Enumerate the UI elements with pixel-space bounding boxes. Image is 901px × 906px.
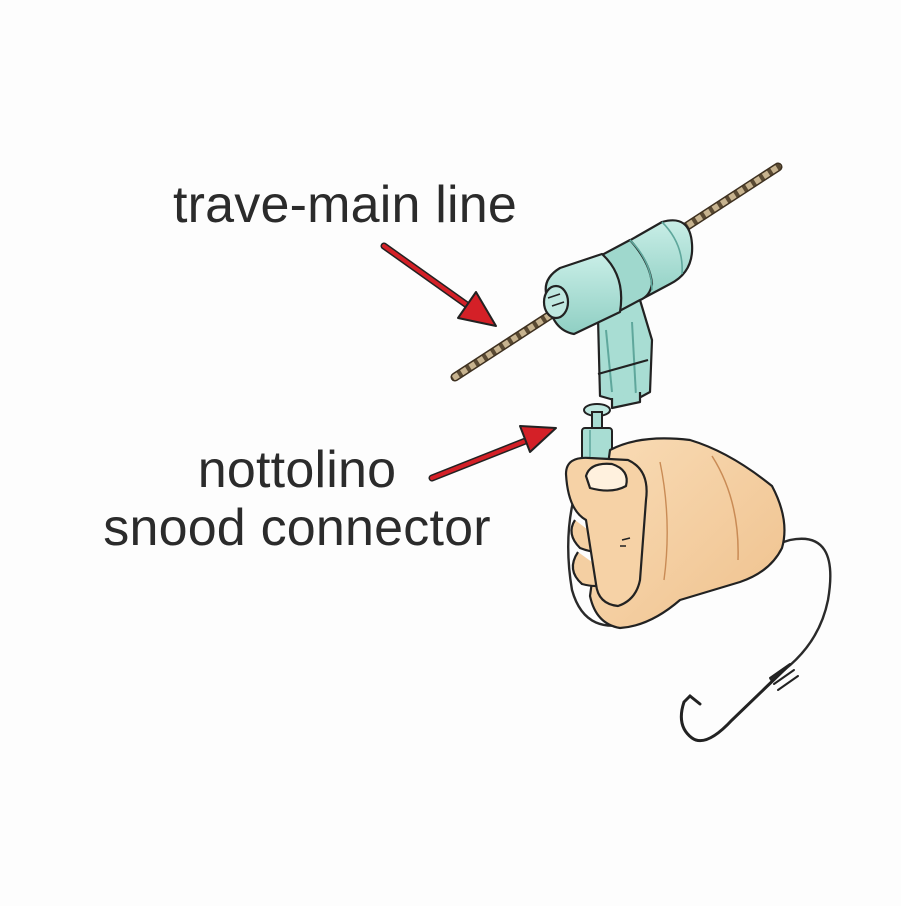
label-connector-line1: nottolino [197, 441, 397, 499]
snood-connector-pin [581, 403, 613, 463]
hand [564, 437, 786, 630]
label-main-line: trave-main line [173, 176, 518, 234]
swivel-body [542, 219, 694, 410]
label-connector-line2: snood connector [103, 499, 491, 557]
label-snood-connector: nottolino snood connector [86, 441, 508, 557]
arrow-to-snood-connector [428, 425, 557, 482]
arrow-to-main-line [380, 242, 497, 327]
fish-hook-icon [679, 663, 799, 743]
